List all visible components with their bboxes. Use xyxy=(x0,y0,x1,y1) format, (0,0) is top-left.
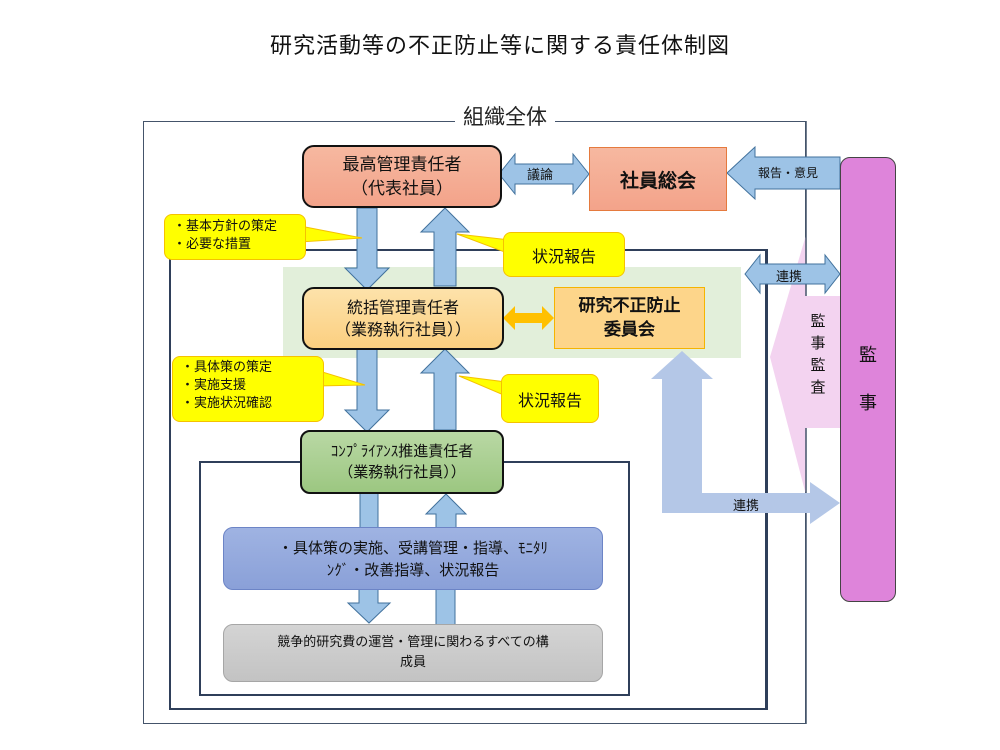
callout-measures-item-2: ・実施支援 xyxy=(181,378,247,393)
committee-link-arrow xyxy=(503,306,554,330)
up-arrow-report-2 xyxy=(419,348,471,431)
down-arrow-directive-1 xyxy=(343,207,391,291)
callout-measures-item-1: ・具体策の策定 xyxy=(181,360,273,375)
callout-tail-4 xyxy=(458,375,507,397)
report-opinion-label: 報告・意見 xyxy=(758,166,819,180)
callout-status-report-1: 状況報告 xyxy=(503,232,625,277)
audit-char-2: 事 xyxy=(810,334,826,352)
organization-label: 組織全体 xyxy=(455,101,555,131)
callout-status-report-2: 状況報告 xyxy=(501,374,599,423)
activities-line-1: ・具体策の実施、受講管理・指導、ﾓﾆﾀﾘ xyxy=(277,538,548,557)
top-manager-role: （代表社員） xyxy=(351,178,453,199)
callout-policy: ・基本方針の策定 ・必要な措置 xyxy=(164,214,306,260)
compliance-manager-title: ｺﾝﾌﾟﾗｲｱﾝｽ推進責任者 xyxy=(330,442,474,460)
audit-char-1: 監 xyxy=(810,312,826,330)
audit-arrow-shape xyxy=(770,235,840,495)
down-arrow-directive-2 xyxy=(343,348,391,433)
general-assembly-label: 社員総会 xyxy=(619,169,696,192)
callout-measures: ・具体策の策定 ・実施支援 ・実施状況確認 xyxy=(172,356,324,422)
activities-line-2: ﾝｸﾞ・改善指導、状況報告 xyxy=(326,560,500,579)
callout-policy-item-2: ・必要な措置 xyxy=(173,237,252,252)
auditor-char-1: 監 xyxy=(859,344,877,366)
auditor-box: 監 事 xyxy=(840,157,896,602)
coordination-label-top: 連携 xyxy=(776,270,803,285)
committee-line-2: 委員会 xyxy=(604,320,655,340)
compliance-manager-box: ｺﾝﾌﾟﾗｲｱﾝｽ推進責任者 （業務執行社員）） xyxy=(300,430,504,494)
top-manager-title: 最高管理責任者 xyxy=(342,154,462,175)
top-manager-box: 最高管理責任者 （代表社員） xyxy=(302,145,502,208)
general-manager-role: （業務執行社員）） xyxy=(334,319,471,339)
audit-char-4: 査 xyxy=(810,378,826,396)
callout-status-report-2-label: 状況報告 xyxy=(517,390,582,410)
members-box: 競争的研究費の運営・管理に関わるすべての構 成員 xyxy=(223,624,603,682)
callout-policy-item-1: ・基本方針の策定 xyxy=(173,219,278,234)
down-connector-3 xyxy=(359,492,379,530)
callout-tail-1 xyxy=(299,225,363,243)
callout-status-report-1-label: 状況報告 xyxy=(531,246,596,266)
activities-box: ・具体策の実施、受講管理・指導、ﾓﾆﾀﾘ ﾝｸﾞ・改善指導、状況報告 xyxy=(223,527,603,590)
audit-char-3: 監 xyxy=(810,356,826,374)
down-arrow-directive-4 xyxy=(346,588,392,624)
auditor-char-2: 事 xyxy=(859,392,877,414)
debate-arrow-label: 議論 xyxy=(527,168,554,183)
general-manager-box: 統括管理責任者 （業務執行社員）） xyxy=(302,287,504,350)
coordination-label-bottom: 連携 xyxy=(733,499,760,514)
callout-measures-item-3: ・実施状況確認 xyxy=(181,396,273,411)
general-assembly-box: 社員総会 xyxy=(589,147,727,211)
members-line-1: 競争的研究費の運営・管理に関わるすべての構 xyxy=(277,635,549,650)
up-connector-4 xyxy=(435,588,456,626)
diagram-title: 研究活動等の不正防止等に関する責任体制図 xyxy=(269,34,730,59)
general-manager-title: 統括管理責任者 xyxy=(346,297,459,317)
up-arrow-report-3 xyxy=(424,493,468,529)
coordination-l-arrow xyxy=(651,351,840,524)
audit-label: 監 事 監 査 xyxy=(803,310,833,398)
members-line-2: 成員 xyxy=(399,655,426,670)
committee-box: 研究不正防止 委員会 xyxy=(554,287,705,349)
compliance-manager-role: （業務執行社員）） xyxy=(338,463,466,481)
committee-line-1: 研究不正防止 xyxy=(578,296,681,316)
up-arrow-report-1 xyxy=(419,207,471,287)
